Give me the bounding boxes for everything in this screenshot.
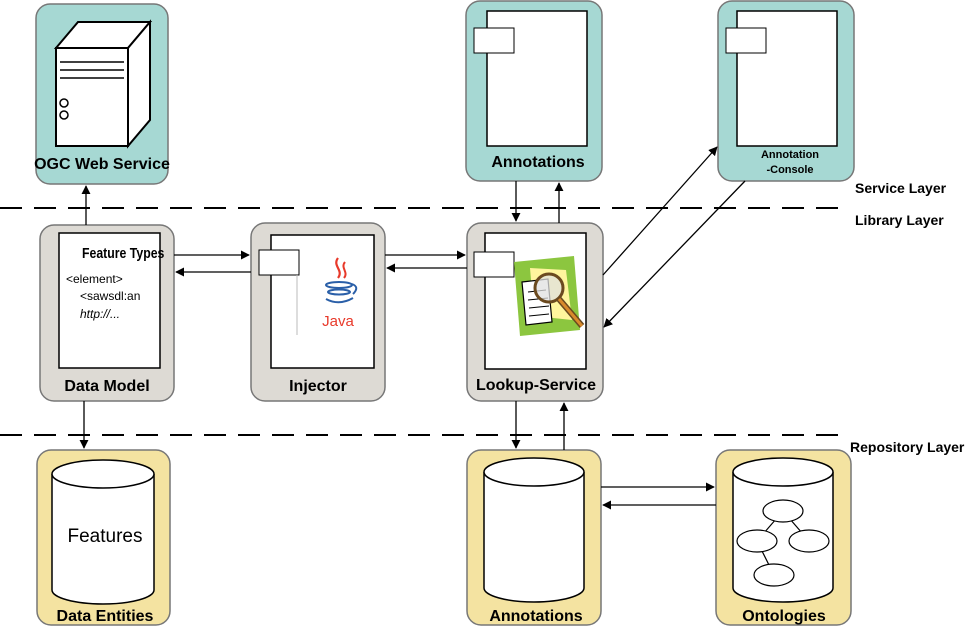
library-layer-label: Library Layer [855, 212, 944, 228]
feature-types-heading: Feature Types [82, 245, 165, 261]
graph-icon [736, 499, 830, 587]
arrow-console-to-lookup [603, 180, 746, 328]
annotation-tab [258, 249, 300, 276]
java-logo-icon: Java [322, 257, 358, 330]
database-cylinder [51, 474, 155, 605]
data-model-node: Feature Types <element> <sawsdl:an http:… [39, 224, 175, 402]
injector-label: Injector [289, 378, 347, 395]
lookup-service-node: Lookup-Service [466, 222, 604, 402]
ontologies-node: Ontologies [715, 449, 852, 626]
service-layer-label: Service Layer [855, 180, 947, 196]
annotation-tab [725, 27, 767, 54]
arrow-lookup-to-console [602, 146, 718, 276]
server-icon [53, 19, 153, 149]
data-model-line-3: http://... [80, 307, 120, 321]
data-model-line-2: <sawsdl:an [80, 289, 140, 303]
ogc-web-service-node: OGC Web Service [34, 3, 170, 185]
ontologies-label: Ontologies [742, 608, 826, 625]
annotations-service-label: Annotations [491, 154, 584, 171]
lookup-service-label: Lookup-Service [476, 377, 596, 394]
annotations-service-node: Annotations [465, 0, 603, 182]
annotation-tab [473, 251, 515, 278]
annotation-console-label-line2: -Console [766, 164, 813, 176]
data-entities-label: Data Entities [57, 608, 154, 625]
data-entities-node: Features Data Entities [36, 449, 171, 626]
annotations-repository-label: Annotations [489, 608, 582, 625]
data-model-label: Data Model [64, 378, 149, 395]
data-model-line-1: <element> [66, 272, 123, 286]
repository-layer-label: Repository Layer [850, 439, 965, 455]
document-magnifier-icon [514, 256, 585, 336]
annotations-repository-node: Annotations [466, 449, 602, 626]
ogc-web-service-label: OGC Web Service [34, 156, 170, 173]
features-label: Features [68, 526, 143, 547]
annotation-tab [473, 27, 515, 54]
injector-node: Java Injector [250, 222, 386, 402]
annotation-console-label-line1: Annotation [761, 149, 819, 161]
annotation-console-node: Annotation -Console [717, 0, 855, 182]
java-logo-text: Java [322, 313, 354, 330]
database-cylinder [483, 472, 585, 603]
